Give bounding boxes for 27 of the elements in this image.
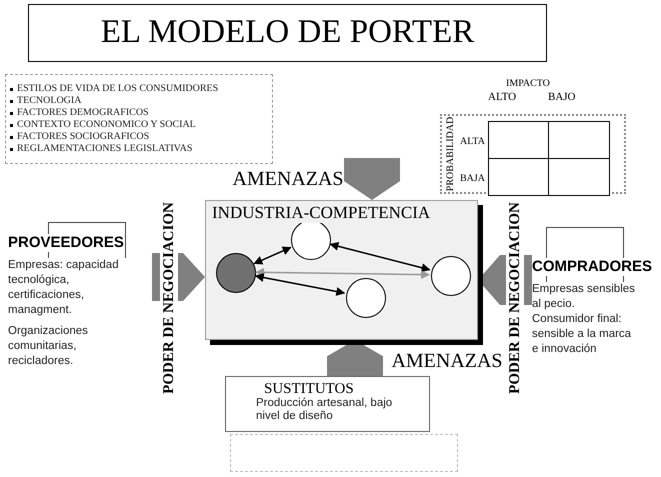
arrow [253,246,292,264]
title: EL MODELO DE PORTER [28,4,547,62]
arrow [329,242,431,272]
matrix-label: ALTO [488,91,516,103]
matrix-label: BAJA [460,173,486,185]
block-arrow [344,158,400,200]
matrix-label: BAJO [548,91,576,103]
axis-label: IMPACTO [506,78,550,90]
description: Producción artesanal, bajo nivel de diseño [256,397,394,423]
matrix-label: ALTA [460,136,485,148]
list-item: TECNOLOGIA [17,95,82,107]
edge-label: PODER DE NEGOCIACION [160,200,178,396]
list-item: REGLAMENTACIONES LEGISLATIVAS [17,143,192,155]
edge-label: PODER DE NEGOCIACION [506,200,524,396]
list-item: FACTORES SOCIOGRAFICOS [17,131,150,143]
list-item: ESTILOS DE VIDA DE LOS CONSUMIDORES [17,83,218,95]
list-item: FACTORES DEMOGRAFICOS [17,107,149,119]
empty-box [230,434,458,472]
heading: PROVEEDORES [8,234,124,252]
trend-list-box [5,74,273,164]
substitutes-box [225,376,430,432]
arrow [254,273,346,296]
heading: SUSTITUTOS [264,381,354,397]
list-item: CONTEXTO ECONONOMICO Y SOCIAL [17,119,196,131]
axis-label: PROBABILIDAD [445,116,457,192]
arrow [255,268,430,280]
heading: COMPRADORES [532,258,652,276]
